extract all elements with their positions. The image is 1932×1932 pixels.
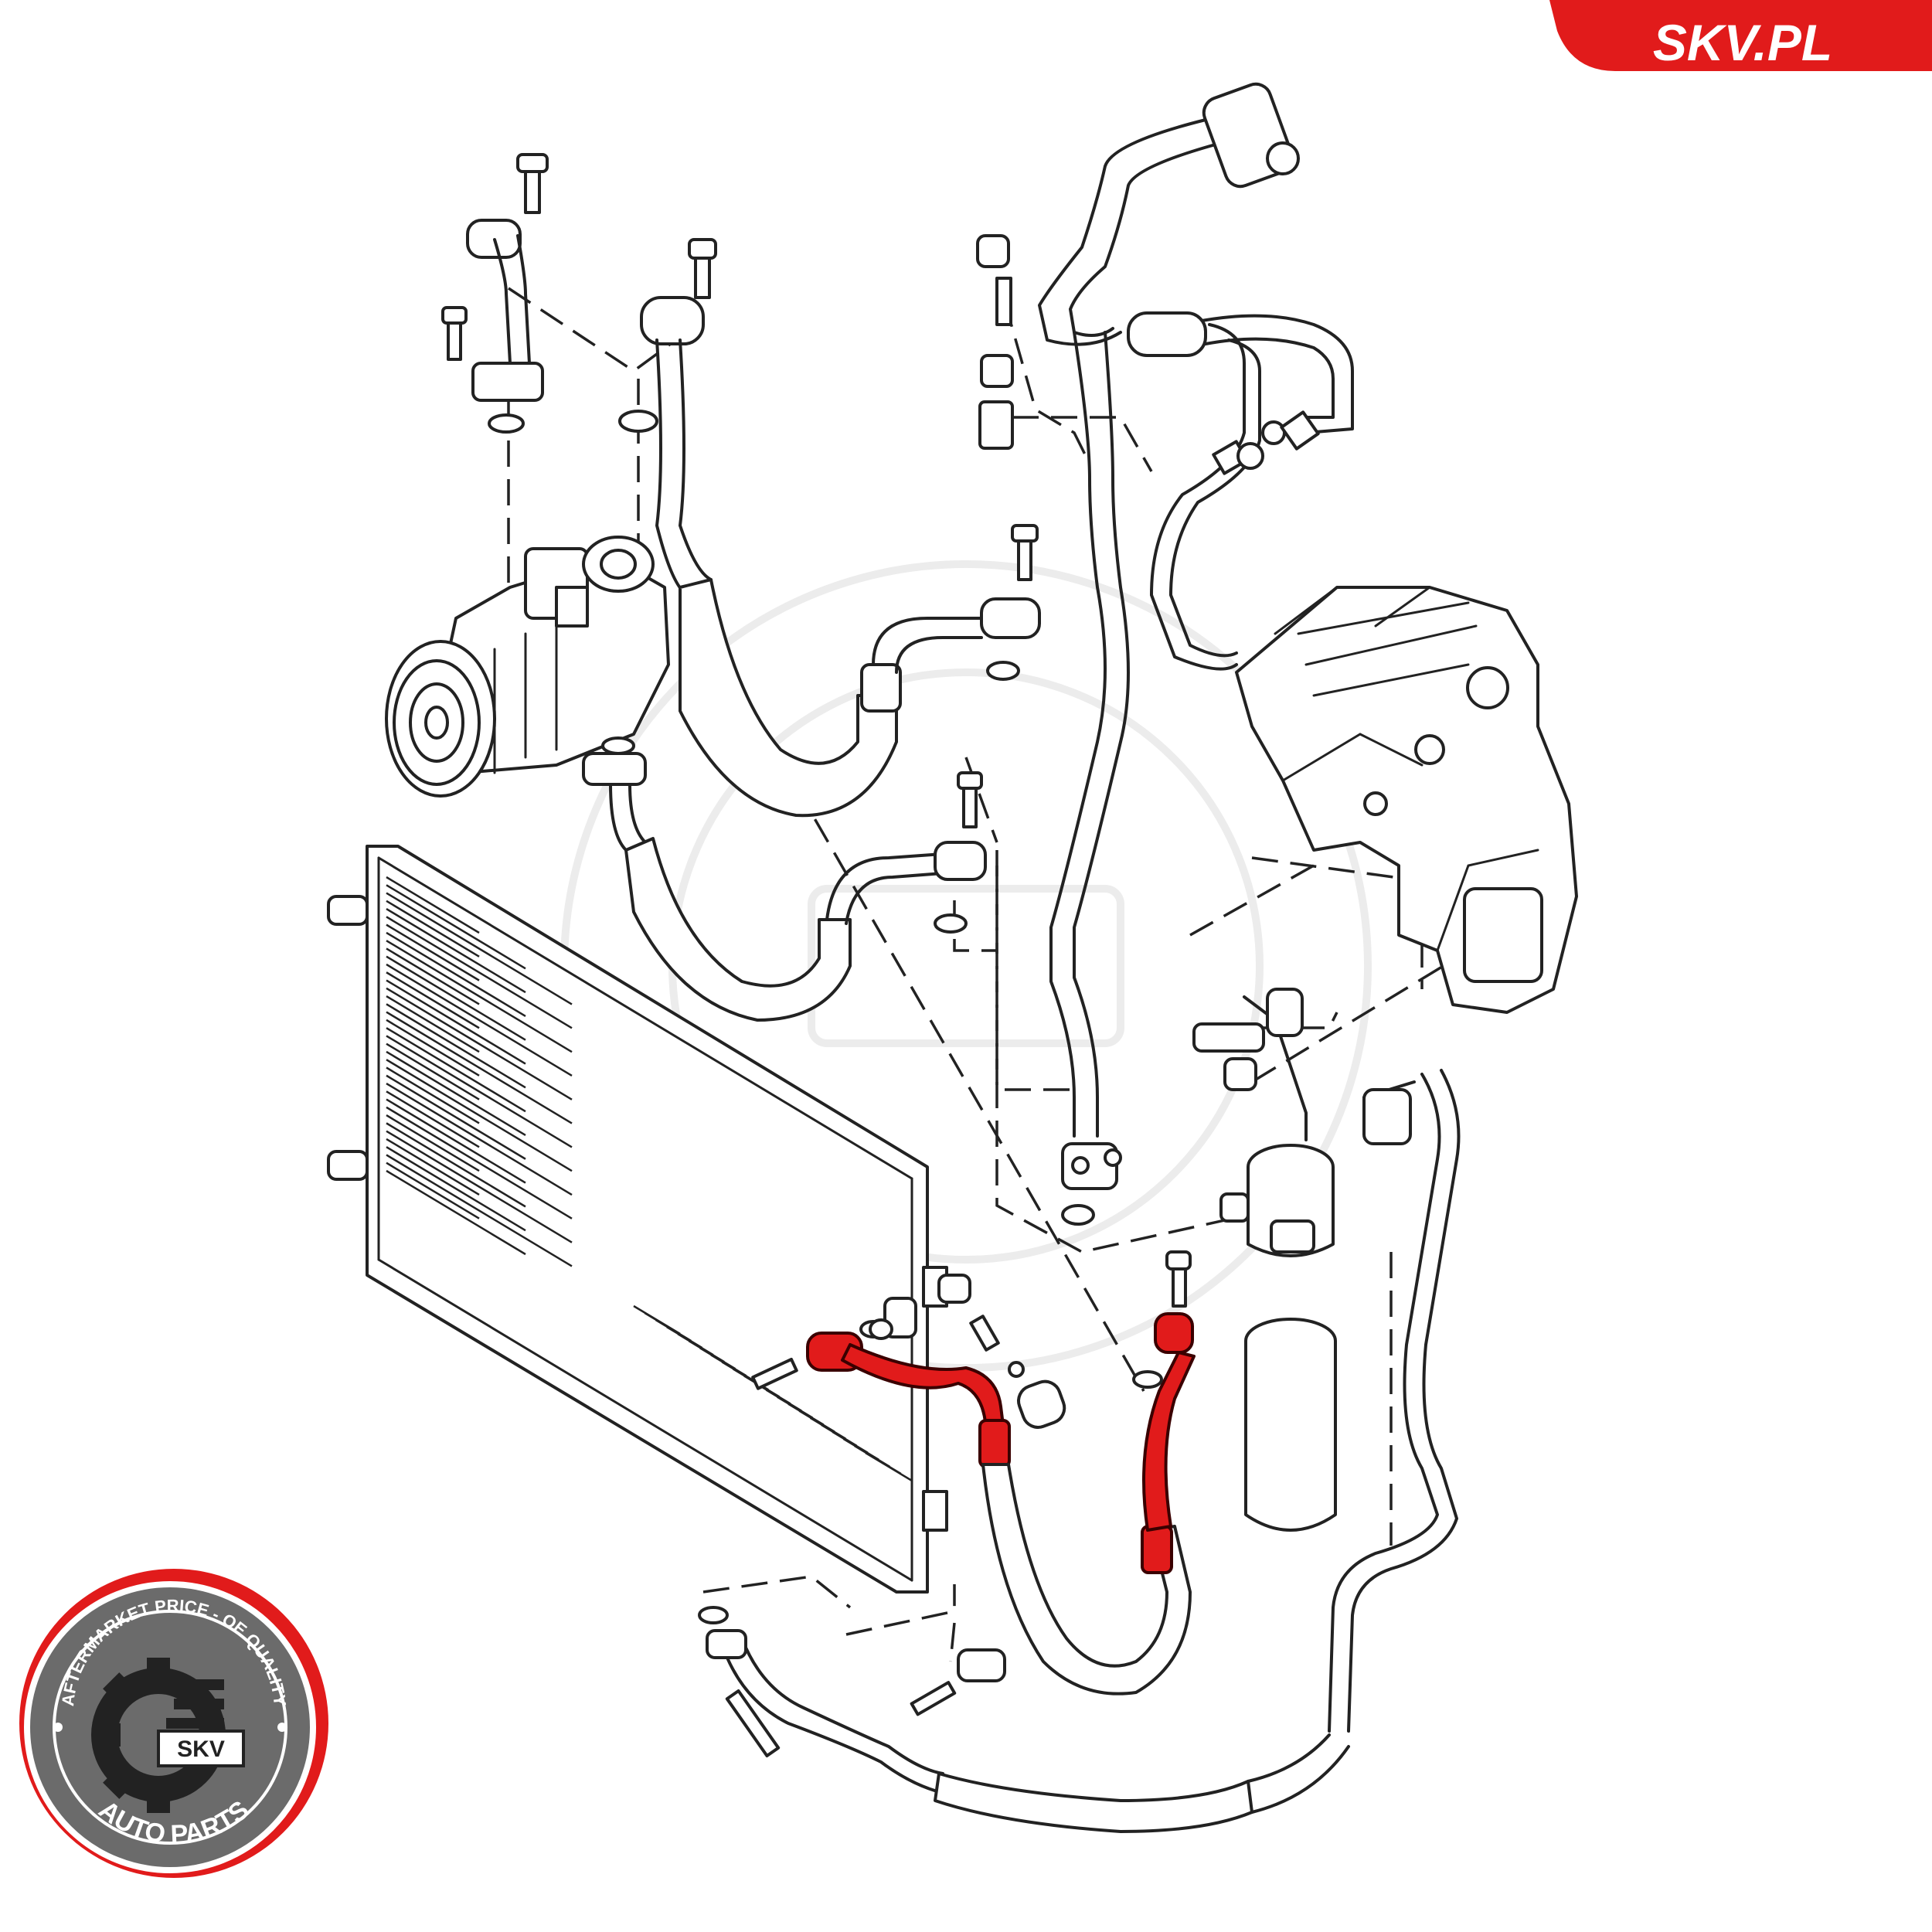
pressure-switch-icon (976, 234, 1014, 450)
condenser-fin (386, 1035, 573, 1148)
condenser-fin (386, 1169, 526, 1256)
condenser-fin (386, 1066, 480, 1124)
condenser-fin (386, 931, 526, 1017)
bolt-icon (516, 153, 549, 214)
condenser-fin (386, 1138, 480, 1196)
condenser (327, 845, 948, 1594)
condenser-fittings (859, 1274, 1066, 1429)
condenser-fin (865, 1451, 913, 1482)
banner-shape (1549, 0, 1932, 71)
condenser-fin (386, 1146, 526, 1232)
condenser-fin (386, 923, 480, 981)
condenser-fin (386, 1114, 480, 1172)
upper-pipes (1038, 82, 1354, 1226)
condenser-fin (386, 979, 526, 1065)
receiver-drier (1192, 988, 1461, 1733)
condenser-fin (386, 884, 526, 970)
condenser-fins (386, 876, 913, 1482)
condenser-fin (386, 900, 480, 957)
engine-bracket (1235, 586, 1578, 1014)
compressor-fittings (441, 153, 1041, 818)
condenser-fin (386, 1074, 526, 1160)
condenser-fin (386, 1027, 526, 1113)
site-banner[interactable]: SKV.PL (1549, 0, 1932, 71)
condenser-fin (386, 1011, 573, 1124)
compressor (385, 536, 670, 798)
condenser-fin (386, 1082, 573, 1196)
condenser-fin (386, 955, 526, 1041)
skv-badge: AFTERMARKET PRICE - OE QUALITY AUTO PART… (19, 1569, 328, 1878)
condenser-fin (386, 1098, 526, 1184)
condenser-fin (386, 1090, 480, 1148)
condenser-fin (386, 971, 480, 1029)
condenser-fin (386, 1050, 526, 1137)
condenser-fin (386, 995, 480, 1053)
bottom-line (698, 1606, 1350, 1833)
condenser-fin (386, 1019, 480, 1077)
condenser-fin (386, 1130, 573, 1243)
condenser-fin (386, 916, 573, 1029)
condenser-fin (386, 963, 573, 1077)
site-label: SKV.PL (1653, 14, 1832, 71)
condenser-fin (386, 908, 526, 994)
condenser-fin (386, 1154, 573, 1267)
compressor-icon (385, 536, 670, 798)
condenser-fin (386, 892, 573, 1005)
gear-icon (91, 1658, 245, 1813)
condenser-fin (386, 940, 573, 1053)
condenser-fin (386, 1122, 526, 1208)
highlighted-condenser-hose[interactable] (751, 1250, 1196, 1696)
condenser-fin (386, 987, 573, 1100)
badge-center-text: SKV (177, 1736, 225, 1762)
lower-hose (609, 771, 987, 1022)
condenser-fin (386, 876, 480, 934)
condenser-fin (386, 1003, 526, 1089)
condenser-fin (386, 947, 480, 1005)
condenser-fin (386, 1059, 573, 1172)
o-ring-icon (869, 1318, 893, 1340)
condenser-fin (386, 1162, 480, 1219)
condenser-fin (386, 1106, 573, 1219)
receiver-drier-icon (1244, 1144, 1337, 1532)
condenser-fin (386, 1043, 480, 1100)
